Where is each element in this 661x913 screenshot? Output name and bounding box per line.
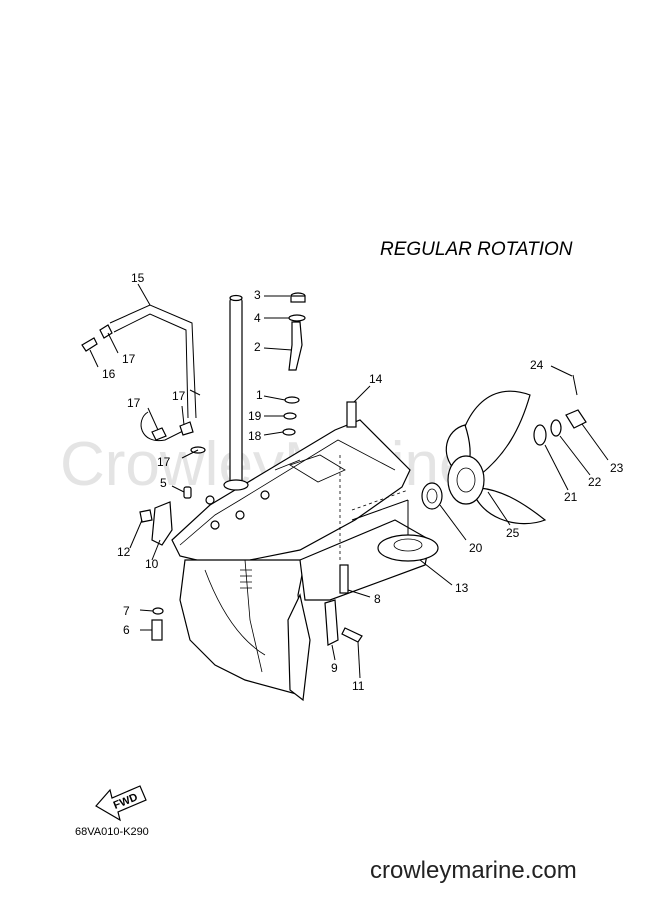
callout-13: 13	[455, 581, 469, 595]
callout-10: 10	[145, 557, 159, 571]
callout-17d: 17	[157, 455, 171, 469]
footer-site: crowleymarine.com	[370, 857, 577, 884]
callout-25: 25	[506, 526, 520, 540]
callout-9: 9	[331, 661, 338, 675]
callout-20: 20	[469, 541, 483, 555]
callout-11: 11	[352, 679, 365, 693]
callout-7: 7	[123, 604, 130, 618]
callout-19: 19	[248, 409, 262, 423]
pin	[183, 486, 192, 499]
callout-17a: 17	[122, 352, 136, 366]
diagram-title: REGULAR ROTATION	[380, 239, 573, 260]
drive-shaft	[223, 294, 249, 491]
leader-lines	[89, 283, 609, 679]
bolt-left	[151, 607, 164, 641]
callout-labels: 15 17 16 17 17 17 5 12 10 7 6 3 4 2 1 19…	[102, 271, 624, 693]
callout-17c: 17	[172, 389, 186, 403]
fwd-arrow-icon: FWD	[95, 785, 147, 822]
callout-5: 5	[160, 476, 167, 490]
callout-22: 22	[588, 475, 602, 489]
thrust-washer	[377, 534, 439, 562]
drawing-code: 68VA010-K290	[75, 826, 149, 838]
water-tube	[282, 292, 306, 436]
callout-16: 16	[102, 367, 116, 381]
callout-14: 14	[369, 372, 383, 386]
bolt-center	[339, 401, 357, 594]
spacer	[421, 482, 443, 510]
callout-21: 21	[564, 490, 578, 504]
anode	[324, 599, 363, 646]
callout-6: 6	[123, 623, 130, 637]
callout-17b: 17	[127, 396, 141, 410]
prop-hardware	[533, 374, 587, 446]
callout-2: 2	[254, 340, 261, 354]
callout-1: 1	[256, 388, 263, 402]
callout-24: 24	[530, 358, 544, 372]
callout-23: 23	[610, 461, 624, 475]
callout-12: 12	[117, 545, 131, 559]
callout-4: 4	[254, 311, 261, 325]
callout-8: 8	[374, 592, 381, 606]
callout-3: 3	[254, 288, 261, 302]
callout-18: 18	[248, 429, 262, 443]
bracket	[139, 501, 173, 546]
callout-15: 15	[131, 271, 145, 285]
propeller	[445, 390, 547, 525]
